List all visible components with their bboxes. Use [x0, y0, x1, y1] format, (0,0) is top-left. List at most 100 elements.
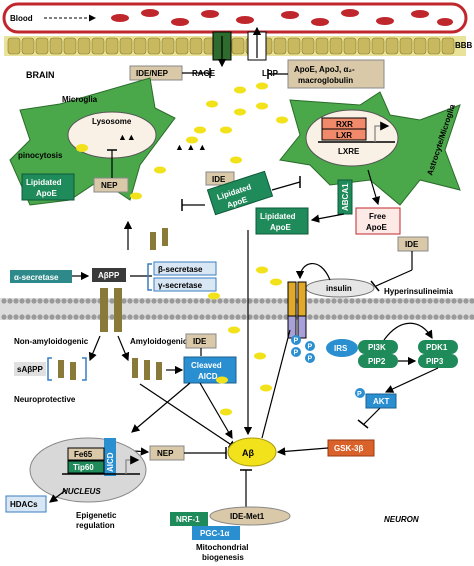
bbb-label: BBB	[455, 41, 473, 50]
bbb-cell	[105, 37, 119, 55]
lipidated-apoe-left-box	[21, 173, 75, 201]
phospholipid-head	[91, 314, 97, 320]
sabpp-label: sAβPP	[17, 365, 43, 374]
phospholipid-head	[355, 314, 361, 320]
abeta-peptide	[208, 292, 220, 300]
phospholipid-head	[121, 314, 127, 320]
phospholipid-head	[451, 298, 457, 304]
abpp-box	[92, 268, 126, 282]
phospholipid-head	[355, 298, 361, 304]
gamma-secretase-label: γ-secretase	[158, 281, 203, 290]
pinocytosis-vesicle	[76, 144, 88, 152]
phospholipid-head	[61, 298, 67, 304]
phosphate-label: P	[294, 350, 299, 357]
phospholipid-head	[79, 298, 85, 304]
apoe-apoj-box	[287, 59, 385, 89]
bbb-cell	[147, 37, 161, 55]
pinocytosis-label: pinocytosis	[18, 151, 63, 160]
phosphate-circle	[305, 353, 315, 363]
ide-met1-label: IDE-Met1	[230, 512, 265, 521]
abpp-left-membrane	[100, 288, 108, 332]
ide-right-label: IDE	[405, 240, 419, 249]
abpp-right-membrane	[114, 288, 122, 332]
phospholipid-head	[169, 298, 175, 304]
ide-mid-label: IDE	[212, 175, 226, 184]
phospholipid-head	[19, 298, 25, 304]
phospholipid-head	[457, 314, 463, 320]
abeta-peptide	[206, 100, 218, 108]
phospholipid-head	[403, 298, 409, 304]
phospholipid-head	[463, 298, 469, 304]
bbb-cell	[21, 37, 35, 55]
pgc1a-label: PGC-1α	[200, 529, 229, 538]
phospholipid-head	[37, 298, 43, 304]
bbb-cell	[35, 37, 49, 55]
lysosome-label: Lysosome	[92, 117, 132, 126]
bbb-cell	[231, 37, 245, 55]
phosphate-circle	[305, 341, 315, 351]
phospholipid-head	[55, 314, 61, 320]
phospholipid-head	[127, 298, 133, 304]
pdk1-label: PDK1	[426, 343, 448, 352]
irs-label: IRS	[334, 344, 348, 353]
fe65-box	[67, 447, 105, 461]
phospholipid-head	[1, 298, 7, 304]
beta-secretase-box	[153, 261, 217, 276]
phospholipid-head	[343, 298, 349, 304]
phospholipid-head	[259, 314, 265, 320]
bbb-cell	[63, 37, 77, 55]
pi3k-label: PI3K	[368, 343, 386, 352]
bbb-cell	[189, 37, 203, 55]
phospholipid-head	[403, 314, 409, 320]
phospholipid-head	[397, 298, 403, 304]
bbb-cell	[7, 37, 21, 55]
bbb-layer	[4, 36, 466, 56]
phospholipid-head	[13, 298, 19, 304]
phospholipid-head	[349, 314, 355, 320]
abeta-peptide	[220, 126, 232, 134]
phospholipid-head	[43, 314, 49, 320]
lipidated-apoe-mid-box	[206, 170, 274, 216]
apoe-apoj-line2: macroglobulin	[298, 76, 353, 85]
phospholipid-head	[349, 298, 355, 304]
phospholipid-head	[439, 314, 445, 320]
phospholipid-head	[217, 298, 223, 304]
abeta-peptide	[228, 326, 240, 334]
phospholipid-head	[445, 314, 451, 320]
phospholipid-head	[391, 298, 397, 304]
nep-mid-label: NEP	[101, 181, 118, 190]
neuron-label: NEURON	[384, 515, 419, 524]
bbb-cell	[287, 37, 301, 55]
phospholipid-head	[277, 298, 283, 304]
abpp-fragment-1	[150, 232, 156, 250]
bbb-cell	[77, 37, 91, 55]
hyperinsulinemia-label: Hyperinsulineimia	[384, 287, 453, 296]
phospholipid-head	[91, 298, 97, 304]
mito-1: Mitochondrial	[196, 543, 248, 552]
phospholipid-head	[73, 314, 79, 320]
phospholipid-head	[13, 314, 19, 320]
bbb-cell	[273, 37, 287, 55]
bbb-cell	[119, 37, 133, 55]
bbb-cell	[329, 37, 343, 55]
abeta-label: Aβ	[242, 448, 254, 458]
lipidated-apoe-right-box	[255, 207, 309, 235]
phospholipid-head	[385, 298, 391, 304]
aicd-vertical-box	[104, 438, 116, 476]
phospholipid-head	[211, 298, 217, 304]
phospholipid-head	[433, 314, 439, 320]
pdk1-box	[418, 340, 458, 354]
lysosome-fragments: ▲▲	[118, 132, 136, 142]
tip60-box	[67, 460, 105, 474]
phospholipid-head	[163, 298, 169, 304]
phospholipid-head	[391, 314, 397, 320]
bbb-cell	[315, 37, 329, 55]
phospholipid-head	[253, 314, 259, 320]
phospholipid-head	[139, 314, 145, 320]
phospholipid-head	[325, 314, 331, 320]
phospholipid-head	[169, 314, 175, 320]
phospholipid-head	[427, 314, 433, 320]
neuroprotective-label: Neuroprotective	[14, 395, 76, 404]
phospholipid-head	[67, 314, 73, 320]
